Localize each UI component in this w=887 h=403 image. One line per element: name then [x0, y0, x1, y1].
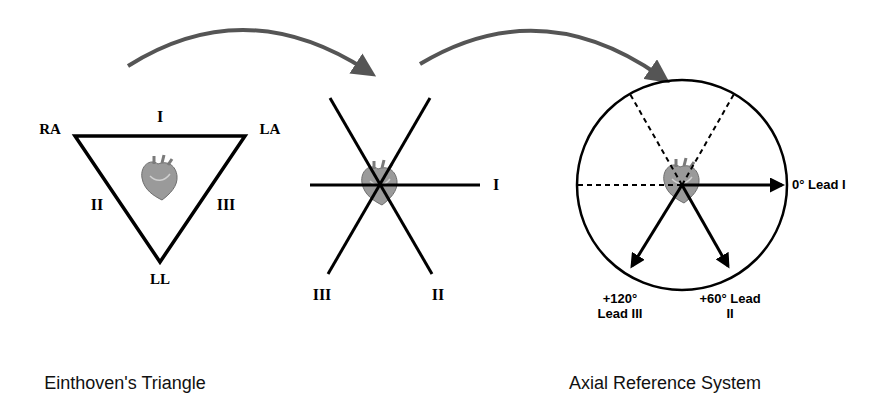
lead-axis [310, 184, 480, 187]
lead-vector [682, 184, 782, 187]
lead-vector [632, 185, 682, 266]
lead-label: I [493, 176, 499, 194]
lead-label: II [432, 286, 444, 304]
lead-label: I [157, 108, 163, 126]
einthoven-triangle [75, 136, 245, 262]
vertex-label: LA [260, 121, 281, 138]
section-caption: Axial Reference System [569, 373, 761, 394]
dashed-axis [578, 184, 682, 186]
dashed-axis [630, 94, 682, 185]
section-caption: Einthoven's Triangle [44, 373, 206, 394]
lead-label: III [217, 196, 236, 214]
lead-angle-label: 0° Lead I [792, 178, 846, 193]
curved-arrow [128, 30, 366, 70]
dashed-axis [682, 94, 734, 185]
reference-circle [577, 80, 787, 290]
lead-vector [682, 185, 728, 266]
vertex-label: RA [39, 121, 61, 138]
vertex-label: LL [150, 271, 170, 288]
heart-icon [664, 158, 699, 203]
lead-label: II [91, 196, 103, 214]
lead-axis [328, 98, 430, 274]
lead-angle-label: +120° Lead III [589, 292, 651, 322]
heart-icon [142, 155, 177, 200]
lead-label: III [313, 286, 332, 304]
lead-angle-label: +60° Lead II [699, 292, 761, 322]
lead-axis [330, 98, 432, 274]
curved-arrow [420, 31, 660, 76]
